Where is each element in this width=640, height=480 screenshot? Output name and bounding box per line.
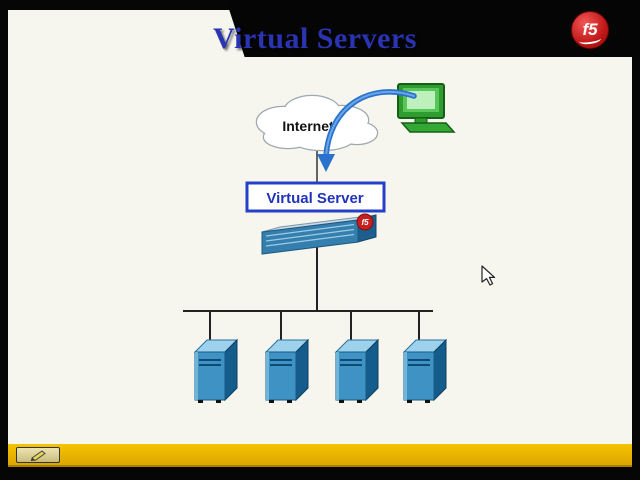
virtual-server-box bbox=[245, 181, 386, 213]
f5-logo-label: f5 bbox=[582, 20, 598, 39]
virtual-server-label: Virtual Server bbox=[266, 190, 363, 207]
server-tower-icon bbox=[193, 338, 239, 403]
slide-title: Virtual Servers bbox=[213, 22, 417, 55]
annotation-bar bbox=[8, 444, 632, 467]
server-tower-icon bbox=[334, 338, 380, 403]
f5-logo: f5 bbox=[571, 11, 609, 49]
traffic-arrow bbox=[317, 89, 417, 172]
pen-icon bbox=[30, 449, 46, 461]
client-computer-icon bbox=[397, 83, 456, 133]
pen-tool-button[interactable] bbox=[16, 446, 60, 463]
f5-appliance-logo-label: f5 bbox=[361, 218, 369, 227]
f5-appliance-logo bbox=[356, 213, 374, 231]
internet-cloud-icon bbox=[255, 94, 379, 152]
mouse-cursor bbox=[481, 265, 496, 286]
server-tower-icon bbox=[264, 338, 310, 403]
f5-appliance-icon: f5 bbox=[261, 213, 377, 255]
internet-label: Internet bbox=[282, 118, 334, 134]
server-tower-icon bbox=[402, 338, 448, 403]
